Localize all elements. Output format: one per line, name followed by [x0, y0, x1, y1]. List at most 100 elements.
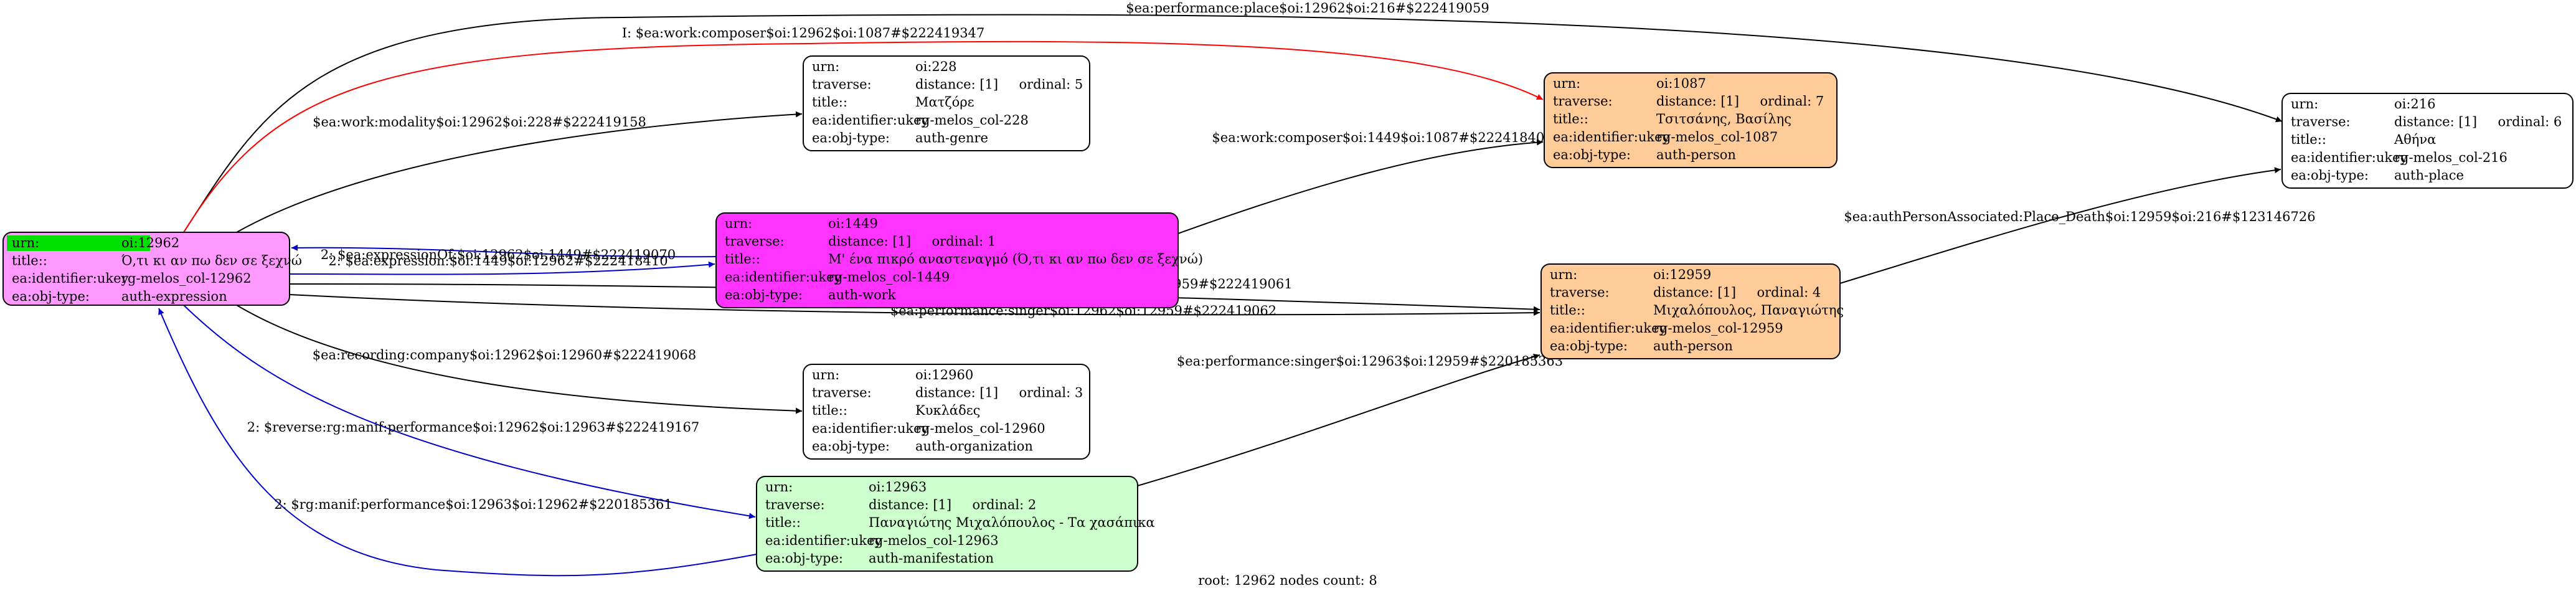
node-field-key: title::	[1553, 111, 1588, 126]
edge-label: 2: $ea:expressionOf:$oi:12962$oi:1449#$2…	[321, 247, 676, 262]
node-field-value: oi:1449	[828, 216, 878, 231]
node-field-value: oi:1087	[1656, 76, 1706, 91]
node-box	[1540, 263, 1841, 359]
edge-line	[236, 305, 803, 414]
node-field-value: rg-melos_col-12959	[1653, 321, 1783, 336]
node-field-value: oi:12959	[1653, 267, 1711, 282]
node-field-key: ea:identifier:ukey	[812, 421, 929, 436]
node-field-key: ea:obj-type:	[1553, 147, 1631, 162]
node-field-key: traverse:	[725, 234, 785, 249]
node-field-key: urn:	[12, 235, 39, 250]
edge-line	[183, 305, 756, 519]
graph-footer: root: 12962 nodes count: 8	[1198, 573, 1377, 588]
edge-label: 2: $ea:expression:$oi:1449$oi:12962#$222…	[328, 253, 668, 268]
edge-company: $ea:recording:company$oi:12962$oi:12960#…	[236, 305, 803, 414]
edge-expression: 2: $ea:expression:$oi:1449$oi:12962#$222…	[291, 244, 717, 268]
edge-expression-of: 2: $ea:expressionOf:$oi:12962$oi:1449#$2…	[289, 247, 715, 275]
node-field-value: Κυκλάδες	[915, 403, 980, 418]
node-field-key: urn:	[1553, 76, 1580, 91]
edge-label: $ea:performance:place$oi:12962$oi:216#$2…	[1126, 1, 1489, 16]
edge-line	[1177, 139, 1544, 234]
edge-line	[183, 40, 1544, 233]
node-field-key: urn:	[1550, 267, 1577, 282]
node-field-key: ea:identifier:ukey	[1553, 130, 1670, 144]
edge-line	[1137, 353, 1540, 486]
node-field-key: title::	[1550, 303, 1585, 318]
node-field-value: Τσιτσάνης, Βασίλης	[1656, 111, 1791, 126]
node-field-value: distance: [1] ordinal: 7	[1656, 94, 1824, 109]
edge-label: $ea:recording:company$oi:12962$oi:12960#…	[313, 348, 697, 362]
node-box	[1544, 72, 1838, 168]
node-field-value: Αθήνα	[2394, 132, 2436, 147]
node-field-key: urn:	[725, 216, 752, 231]
edge-reverse-manif: 2: $reverse:rg:manif:performance$oi:1296…	[183, 305, 756, 519]
node-field-key: ea:identifier:ukey	[812, 113, 929, 128]
node-field-value: oi:12960	[915, 367, 973, 382]
node-field-key: traverse:	[812, 386, 872, 400]
node-field-value: Ματζόρε	[915, 95, 974, 110]
node-field-value: Μιχαλόπουλος, Παναγιώτης	[1653, 303, 1844, 318]
node-field-key: ea:obj-type:	[725, 287, 803, 302]
node-field-value: rg-melos_col-12960	[915, 421, 1045, 436]
edge-label: $ea:work:composer$oi:1449$oi:1087#$22241…	[1212, 130, 1552, 145]
node-field-key: title::	[12, 253, 47, 268]
node-field-key: traverse:	[1553, 94, 1613, 109]
node-field-value: auth-genre	[915, 130, 988, 145]
node-field-value: distance: [1] ordinal: 6	[2394, 115, 2562, 130]
node-field-value: rg-melos_col-228	[915, 113, 1029, 128]
node-field-value: oi:12963	[869, 480, 927, 494]
edge-label: $ea:authPersonAssociated:Place_Death$oi:…	[1844, 209, 2315, 224]
node-field-value: auth-expression	[121, 289, 227, 304]
node-field-value: distance: [1] ordinal: 4	[1653, 285, 1821, 300]
edges-layer: $ea:performance:place$oi:12962$oi:216#$2…	[158, 1, 2316, 577]
node-field-value: auth-place	[2394, 168, 2464, 182]
edge-line	[183, 14, 2283, 233]
edge-line	[158, 308, 757, 577]
node-field-value: Ό,τι κι αν πω δεν σε ξεχνώ	[121, 253, 302, 268]
node-field-value: oi:228	[915, 59, 957, 74]
node-field-value: distance: [1] ordinal: 3	[915, 386, 1083, 400]
node-field-value: auth-organization	[915, 438, 1033, 453]
edge-death-place: $ea:authPersonAssociated:Place_Death$oi:…	[1839, 167, 2316, 284]
node-field-key: ea:obj-type:	[765, 551, 843, 565]
node-field-value: rg-melos_col-1087	[1656, 130, 1778, 144]
node-field-value: rg-melos_col-216	[2394, 150, 2508, 165]
node-oi-1087[interactable]: urn: oi:1087 traverse: distance: [1] ordina…	[1544, 72, 1838, 168]
node-field-key: ea:obj-type:	[2291, 168, 2369, 182]
node-field-key: ea:obj-type:	[812, 438, 890, 453]
node-field-value: rg-melos_col-12962	[121, 271, 252, 286]
node-box	[2281, 93, 2574, 189]
node-field-value: rg-melos_col-1449	[828, 270, 950, 285]
node-field-value: distance: [1] ordinal: 5	[915, 77, 1083, 92]
node-box	[803, 55, 1090, 151]
node-field-value: distance: [1] ordinal: 1	[828, 234, 996, 249]
edge-line	[1839, 167, 2281, 284]
node-oi-1449[interactable]: urn: oi:1449 traverse: distance: [1] ordina…	[715, 212, 1203, 308]
node-field-value: Παναγιώτης Μιχαλόπουλος - Τα χασάπικα	[869, 515, 1155, 530]
edge-label: I: $ea:work:composer$oi:12962$oi:1087#$2…	[622, 26, 985, 40]
edge-label: 2: $reverse:rg:manif:performance$oi:1296…	[247, 420, 700, 435]
node-field-key: title::	[725, 252, 760, 267]
node-field-key: ea:obj-type:	[1550, 338, 1628, 353]
edge-line	[291, 244, 717, 258]
node-field-key: traverse:	[2291, 115, 2351, 130]
edge-singer-manif: $ea:performance:singer$oi:12963$oi:12959…	[1137, 353, 1563, 486]
node-field-key: ea:obj-type:	[812, 130, 890, 145]
node-field-key: urn:	[2291, 97, 2318, 111]
node-field-key: title::	[2291, 132, 2326, 147]
node-field-key: ea:identifier:ukey	[765, 533, 882, 548]
node-field-value: rg-melos_col-12963	[869, 533, 999, 548]
edge-line	[289, 261, 715, 275]
node-field-value: auth-manifestation	[869, 551, 994, 565]
node-field-value: auth-person	[1656, 147, 1736, 162]
node-field-key: title::	[765, 515, 801, 530]
edge-composer-direct: I: $ea:work:composer$oi:12962$oi:1087#$2…	[183, 26, 1544, 233]
